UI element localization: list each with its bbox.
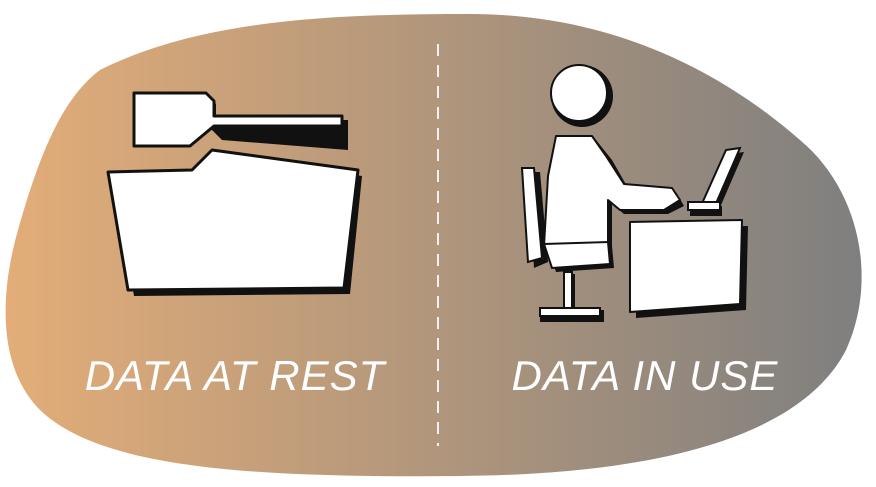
data-at-rest-label: DATA AT REST	[84, 352, 386, 399]
data-in-use-label: DATA IN USE	[511, 352, 779, 399]
folder-icon	[106, 91, 362, 296]
person-at-computer-icon	[520, 64, 748, 322]
